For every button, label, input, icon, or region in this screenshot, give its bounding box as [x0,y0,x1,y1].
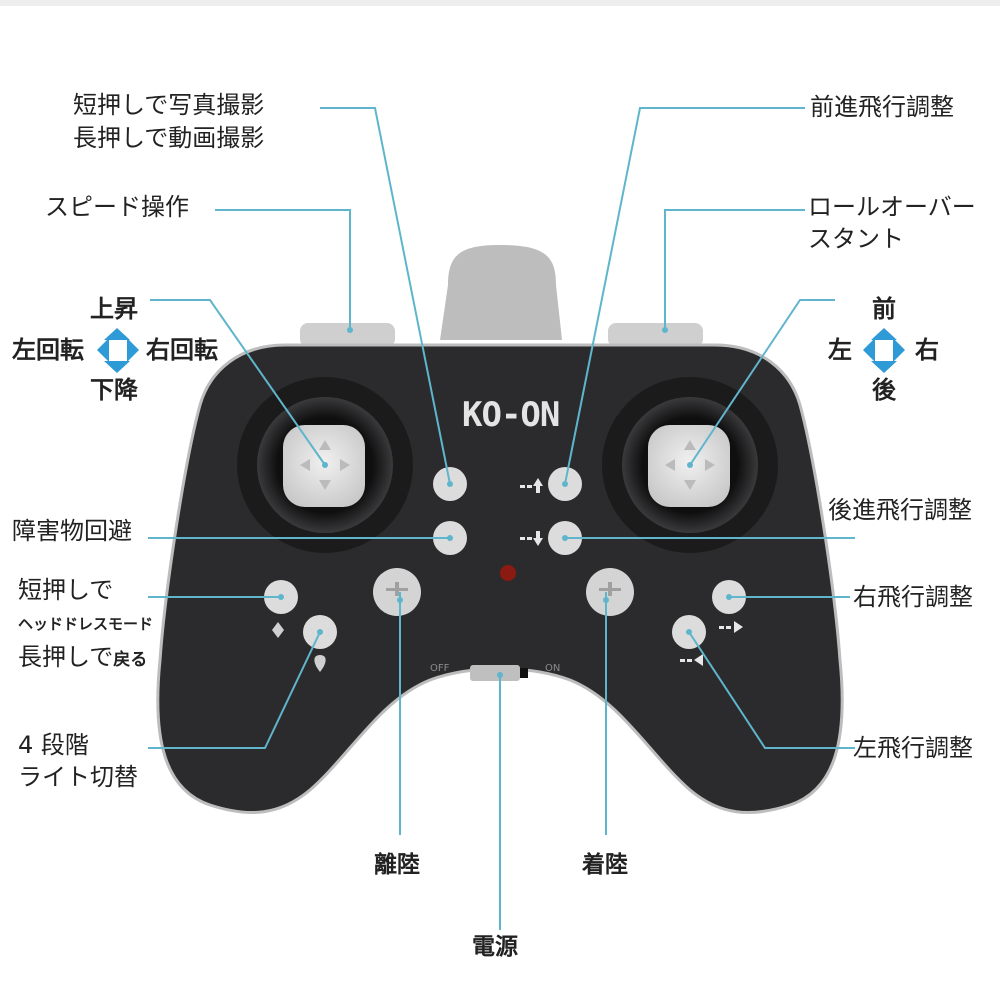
right-stick-right-label: 右 [915,333,939,367]
right-stick-down-label: 後 [872,373,896,407]
rollover-label-2: スタント [808,222,904,256]
landing-label: 着陸 [582,848,628,882]
switch-on-label: ON [545,662,560,676]
phone-holder [440,245,562,340]
headless-label-3a: 長押しで [18,643,113,671]
left-stick-up-label: 上昇 [90,292,138,326]
headless-label-3b: 戻る [113,650,147,670]
light-label-2: ライト切替 [18,760,138,794]
takeoff-label: 離陸 [374,848,420,882]
right-trim-label: 右飛行調整 [853,580,973,614]
right-direction-pad-icon [863,328,905,373]
right-stick-left-label: 左 [828,333,852,367]
headless-label-1: 短押しで [18,573,113,607]
left-shoulder-button[interactable] [300,323,395,347]
rollover-label-1: ロールオーバー [808,190,976,224]
left-stick-right-label: 右回転 [146,333,218,367]
switch-off-label: OFF [430,662,449,676]
power-label: 電源 [472,930,518,964]
photo-video-label-1: 短押しで写真撮影 [73,88,264,122]
left-stick-down-label: 下降 [90,373,138,407]
speed-label: スピード操作 [45,190,189,224]
obstacle-label: 障害物回避 [12,514,132,548]
headless-label-3: 長押しで戻る [18,640,147,677]
power-led [500,565,516,581]
backward-trim-label: 後進飛行調整 [828,493,972,527]
light-label-1: 4 段階 [18,728,89,762]
photo-video-label-2: 長押しで動画撮影 [73,121,264,155]
left-trim-label: 左飛行調整 [853,731,973,765]
right-shoulder-button[interactable] [608,323,703,347]
right-stick-up-label: 前 [872,292,896,326]
brand-logo: KO-ON [462,395,559,435]
left-direction-pad-icon [97,328,139,373]
forward-trim-label: 前進飛行調整 [810,90,954,124]
left-stick-left-label: 左回転 [12,333,84,367]
headless-label-2: ヘッドドレスモード [18,607,153,641]
